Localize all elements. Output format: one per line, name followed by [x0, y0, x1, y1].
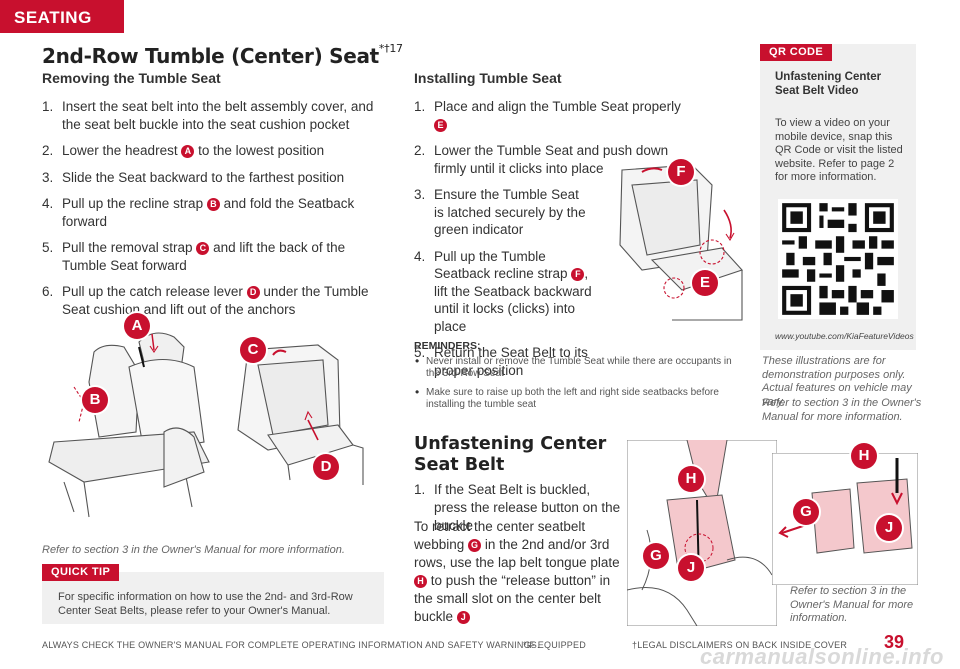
qr-code-icon[interactable]: [778, 198, 898, 320]
badge-h: H: [414, 575, 427, 588]
callout-g: G: [643, 543, 669, 569]
refer-note-right: Refer to section 3 in the Owner's Manual…: [762, 397, 922, 423]
page-number: 39: [884, 632, 905, 652]
list-item: 2.Lower the Tumble Seat and push down fi…: [414, 143, 669, 176]
callout-e: E: [692, 270, 718, 296]
qr-label: QR CODE: [760, 44, 833, 61]
badge-e: E: [434, 118, 447, 132]
refer-note-bottom: Refer to section 3 in the Owner's Manual…: [790, 585, 914, 624]
removing-heading: Removing the Tumble Seat: [42, 70, 221, 86]
illustration-note: These illustrations are for demonstratio…: [762, 355, 912, 408]
callout-a: A: [124, 313, 150, 339]
reminder-item: Never install or remove the Tumble Seat …: [414, 355, 734, 380]
reminders-heading: REMINDERS:: [414, 340, 481, 352]
refer-note-left: Refer to section 3 in the Owner's Manual…: [42, 544, 345, 556]
page-title: 2nd-Row Tumble (Center) Seat*†17: [42, 42, 403, 68]
section-tab: SEATING: [0, 0, 124, 33]
seatbelt-illustration-1: [627, 440, 777, 626]
footer-legal: †LEGAL DISCLAIMERS ON BACK INSIDE COVER: [632, 640, 848, 650]
list-item: 1.Place and align the Tumble Seat proper…: [414, 99, 681, 132]
callout-j-2: J: [876, 515, 902, 541]
footer-if-equipped: *IF EQUIPPED: [523, 640, 586, 650]
title-footnote-marks: *†17: [378, 42, 403, 55]
footer-warning: ALWAYS CHECK THE OWNER'S MANUAL FOR COMP…: [42, 640, 540, 650]
callout-h: H: [678, 466, 704, 492]
removing-section: Removing the Tumble Seat 1.Insert the se…: [42, 70, 387, 327]
callout-d: D: [313, 454, 339, 480]
badge-c: C: [196, 242, 210, 255]
list-item: 2.Lower the headrest A to the lowest pos…: [42, 143, 325, 158]
list-item: 1.Insert the seat belt into the belt ass…: [42, 99, 374, 132]
removing-steps: 1.Insert the seat belt into the belt ass…: [42, 98, 387, 318]
list-item: 4.Pull up the recline strap B and fold t…: [42, 196, 355, 229]
callout-b: B: [82, 387, 108, 413]
installing-heading: Installing Tumble Seat: [414, 70, 562, 86]
callout-f: F: [668, 159, 694, 185]
seat-illustration-install: [619, 164, 743, 321]
badge-f: F: [571, 268, 585, 281]
callout-c: C: [240, 337, 266, 363]
unfastening-step-1: 1.If the Seat Belt is buckled, press the…: [414, 482, 621, 533]
quick-tip-text: For specific information on how to use t…: [58, 591, 353, 617]
callout-j: J: [678, 555, 704, 581]
badge-a: A: [181, 145, 195, 158]
qr-description: To view a video on your mobile device, s…: [775, 117, 903, 183]
list-item: 3.Slide the Seat backward to the farthes…: [42, 169, 345, 185]
unfastening-retract-text: To retract the center seatbelt webbing G…: [414, 519, 620, 624]
seat-illustration-tumble: [237, 344, 364, 485]
badge-b: B: [206, 198, 220, 211]
list-item: 5.Pull the removal strap C and lift the …: [42, 240, 346, 273]
reminder-item: Make sure to raise up both the left and …: [414, 386, 734, 411]
badge-j: J: [456, 611, 470, 624]
list-item: 6.Pull up the catch release lever D unde…: [42, 284, 369, 317]
badge-g: G: [468, 539, 482, 552]
qr-title: Unfastening Center Seat Belt Video: [775, 71, 882, 97]
list-item: 3.Ensure the Tumble Seat is latched secu…: [414, 187, 586, 237]
callout-h-2: H: [851, 443, 877, 469]
unfastening-title: Unfastening Center Seat Belt: [414, 434, 607, 475]
watermark: carmanualsonline.info: [700, 644, 944, 669]
quick-tip-label: QUICK TIP: [42, 564, 120, 581]
list-item: 4.Pull up the Tumble Seatback recline st…: [414, 248, 592, 334]
badge-d: D: [246, 286, 260, 299]
callout-g-2: G: [793, 499, 819, 525]
seat-illustration-left: [48, 332, 210, 518]
qr-url[interactable]: www.youtube.com/KiaFeatureVideos: [775, 331, 914, 341]
